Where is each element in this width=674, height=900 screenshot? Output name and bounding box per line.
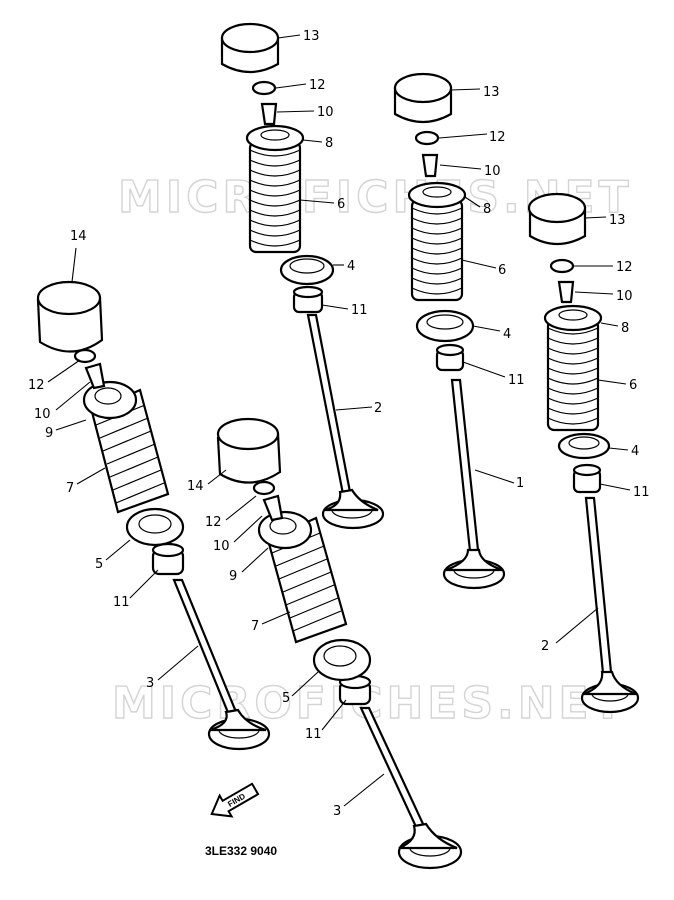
callout-e-5: 5 bbox=[282, 691, 290, 706]
valve-stem-c bbox=[584, 496, 613, 675]
valve-shim-a bbox=[251, 80, 277, 96]
callout-a-13: 13 bbox=[303, 29, 320, 44]
valve-assembly-e: 14 12 10 9 7 5 11 3 bbox=[187, 417, 463, 870]
callout-b-4: 4 bbox=[503, 327, 511, 342]
valve-stem-a bbox=[306, 313, 352, 496]
callout-d-14: 14 bbox=[70, 229, 87, 244]
callout-d-10: 10 bbox=[34, 407, 51, 422]
spring-retainer-a bbox=[245, 124, 305, 152]
callout-c-10: 10 bbox=[616, 289, 633, 304]
spring-retainer-e bbox=[257, 510, 313, 550]
callout-a-6: 6 bbox=[337, 197, 345, 212]
callout-a-4: 4 bbox=[347, 259, 355, 274]
valve-spring-b bbox=[410, 198, 464, 302]
callout-b-12: 12 bbox=[489, 130, 506, 145]
callout-b-1: 1 bbox=[516, 476, 524, 491]
callout-c-12: 12 bbox=[616, 260, 633, 275]
valve-spring-a bbox=[248, 140, 302, 254]
callout-c-6: 6 bbox=[629, 378, 637, 393]
valve-lifter-e bbox=[216, 417, 282, 484]
callout-e-10: 10 bbox=[213, 539, 230, 554]
valve-shim-c bbox=[549, 258, 575, 274]
valve-lifter-d bbox=[36, 280, 104, 353]
valve-assembly-a: 13 12 10 8 6 4 11 2 bbox=[220, 22, 385, 530]
valve-assembly-d: 14 12 10 9 7 5 11 3 bbox=[28, 229, 271, 751]
callout-e-12: 12 bbox=[205, 515, 222, 530]
valve-stem-b bbox=[450, 378, 480, 553]
valve-keepers-c bbox=[557, 280, 575, 304]
callout-a-10: 10 bbox=[317, 105, 334, 120]
spring-retainer-c bbox=[543, 304, 603, 332]
callout-d-5: 5 bbox=[95, 557, 103, 572]
valve-lifter-a bbox=[220, 22, 280, 74]
callout-b-8: 8 bbox=[483, 202, 491, 217]
valve-lifter-b bbox=[393, 72, 453, 124]
callout-a-11: 11 bbox=[351, 303, 368, 318]
valve-shim-e bbox=[252, 480, 276, 496]
valve-assembly-c: 13 12 10 8 6 4 11 2 bbox=[527, 192, 650, 714]
callout-b-11: 11 bbox=[508, 373, 525, 388]
spring-seat-d bbox=[125, 507, 185, 547]
callout-e-3: 3 bbox=[333, 804, 341, 819]
callout-d-3: 3 bbox=[146, 676, 154, 691]
callout-c-13: 13 bbox=[609, 213, 626, 228]
callout-e-7: 7 bbox=[251, 619, 259, 634]
callout-e-11: 11 bbox=[305, 727, 322, 742]
callout-a-2: 2 bbox=[374, 401, 382, 416]
callout-a-8: 8 bbox=[325, 136, 333, 151]
valve-assembly-b: 13 12 10 8 6 4 11 1 bbox=[393, 72, 525, 590]
callout-e-9: 9 bbox=[229, 569, 237, 584]
spring-seat-a bbox=[279, 254, 335, 286]
callout-a-12: 12 bbox=[309, 78, 326, 93]
valve-keepers-e bbox=[262, 494, 284, 522]
valve-keepers-a bbox=[260, 102, 278, 126]
valve-shim-b bbox=[414, 130, 440, 146]
diagram-code: 3LE332 9040 bbox=[205, 844, 277, 858]
callout-b-13: 13 bbox=[483, 85, 500, 100]
callout-b-6: 6 bbox=[498, 263, 506, 278]
callout-e-14: 14 bbox=[187, 479, 204, 494]
callout-c-11: 11 bbox=[633, 485, 650, 500]
callout-c-8: 8 bbox=[621, 321, 629, 336]
valve-keepers-d bbox=[84, 362, 106, 390]
callout-c-4: 4 bbox=[631, 444, 639, 459]
callout-d-7: 7 bbox=[66, 481, 74, 496]
valve-spring-c bbox=[546, 318, 600, 432]
callout-c-2: 2 bbox=[541, 639, 549, 654]
valve-lifter-c bbox=[527, 192, 587, 246]
find-arrow-icon: FIND bbox=[210, 782, 260, 818]
callout-b-10: 10 bbox=[484, 164, 501, 179]
spring-retainer-b bbox=[407, 181, 467, 209]
callout-d-11: 11 bbox=[113, 595, 130, 610]
callout-d-9: 9 bbox=[45, 426, 53, 441]
spring-retainer-d bbox=[82, 380, 138, 420]
callout-d-12: 12 bbox=[28, 378, 45, 393]
valve-keepers-b bbox=[421, 153, 439, 178]
